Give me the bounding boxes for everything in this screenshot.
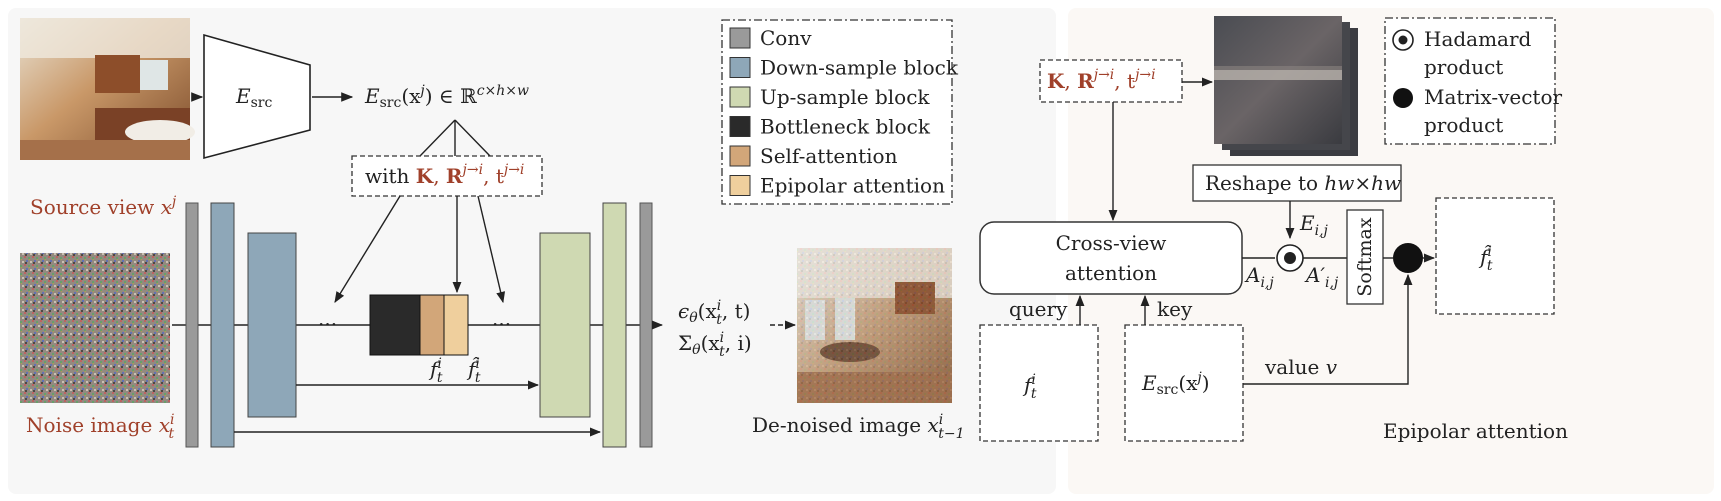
up-block-1 bbox=[539, 232, 591, 418]
esrc-input-box bbox=[1124, 324, 1244, 442]
legend-swatch-4 bbox=[729, 145, 751, 167]
cross-view-label-2: attention bbox=[1065, 261, 1157, 285]
legend-swatch-2 bbox=[729, 86, 751, 108]
camera-params-box bbox=[351, 155, 543, 197]
legend-swatch-3 bbox=[729, 116, 751, 137]
legend-hadamard-label-2: product bbox=[1424, 55, 1503, 79]
legend-label-3: Bottleneck block bbox=[760, 115, 931, 139]
encoder-output-label: Esrc(xj) ∈ ℝc×h×w bbox=[364, 83, 529, 111]
ellipsis-right: ··· bbox=[492, 312, 511, 336]
A-label: Ai,j bbox=[1244, 263, 1274, 291]
legend-label-2: Up-sample block bbox=[760, 85, 930, 109]
legend-label-5: Epipolar attention bbox=[760, 174, 945, 198]
legend-swatch-1 bbox=[729, 57, 751, 78]
rp-camera-box bbox=[1039, 59, 1183, 103]
E-label: Ei,j bbox=[1299, 211, 1329, 239]
legend-swatch-0 bbox=[729, 27, 751, 49]
rp-camera-label: K, Rj→i, tj→i bbox=[1047, 67, 1156, 93]
right-panel-title: Epipolar attention bbox=[1383, 419, 1568, 443]
ellipsis-left: ··· bbox=[318, 312, 337, 336]
bottleneck-block bbox=[369, 294, 421, 356]
cross-view-label-1: Cross-view bbox=[1056, 231, 1167, 255]
source-caption: Source view xj bbox=[30, 194, 177, 219]
self-attention-block bbox=[419, 294, 445, 356]
legend bbox=[721, 19, 953, 205]
legend-label-4: Self-attention bbox=[760, 144, 898, 168]
softmax-label: Softmax bbox=[1354, 217, 1376, 296]
attention-map-stack bbox=[1214, 16, 1358, 156]
esrc-input-label: Esrc(xj) bbox=[1141, 370, 1210, 398]
legend-matvec-icon bbox=[1393, 88, 1413, 108]
Aprime-label: A′i,j bbox=[1304, 263, 1339, 291]
matrix-vector-op-icon bbox=[1393, 243, 1423, 273]
encoder-trapezoid bbox=[203, 33, 311, 160]
legend-label-1: Down-sample block bbox=[760, 56, 959, 80]
down-block-1 bbox=[210, 202, 235, 448]
up-block-2 bbox=[602, 202, 627, 448]
legend-swatch-5 bbox=[729, 175, 751, 196]
legend-matvec-label-1: Matrix-vector bbox=[1424, 85, 1562, 109]
camera-params-label: with K, Rj→i, tj→i bbox=[365, 162, 524, 188]
query-label: query bbox=[1009, 297, 1068, 321]
source-view-image bbox=[20, 18, 195, 160]
conv-block-in bbox=[185, 202, 199, 448]
legend-matvec-label-2: product bbox=[1424, 113, 1503, 137]
encoder-label: Esrc bbox=[235, 84, 272, 111]
denoised-image bbox=[797, 248, 952, 403]
reshape-label: Reshape to hw×hw bbox=[1205, 171, 1401, 195]
f-input-box bbox=[979, 324, 1099, 442]
legend-hadamard-label-1: Hadamard bbox=[1424, 27, 1532, 51]
conv-block-out bbox=[639, 202, 653, 448]
epipolar-attention-block bbox=[443, 294, 469, 356]
legend-label-0: Conv bbox=[760, 26, 812, 50]
softmax-box bbox=[1346, 209, 1384, 305]
down-block-2 bbox=[247, 232, 297, 418]
reshape-box bbox=[1192, 164, 1402, 202]
key-label: key bbox=[1157, 297, 1193, 321]
noise-image bbox=[20, 253, 170, 403]
value-label: value v bbox=[1264, 355, 1338, 379]
fhat-output-box bbox=[1435, 197, 1555, 315]
